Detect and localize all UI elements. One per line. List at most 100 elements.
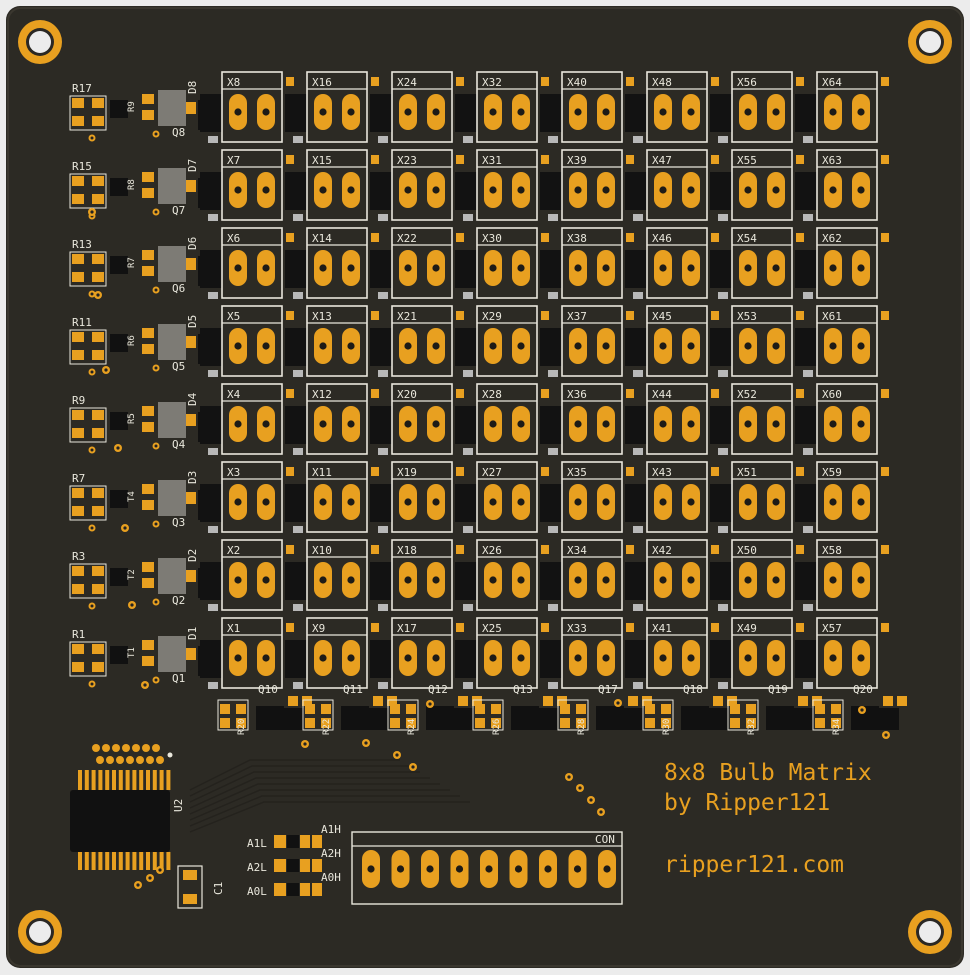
bulb-label: X40	[567, 76, 587, 89]
bulb-label: X52	[737, 388, 757, 401]
bulb-socket: X27	[455, 461, 549, 533]
bulb-socket: X41	[625, 617, 719, 689]
bulb-label: X25	[482, 622, 502, 635]
mounting-hole-top-left	[18, 20, 62, 64]
column-transistor-label: Q18	[683, 683, 703, 696]
bulb-label: X51	[737, 466, 757, 479]
bulb-label: X56	[737, 76, 757, 89]
bulb-socket: X2	[200, 539, 294, 611]
row-transistor-label: Q8	[172, 126, 185, 139]
bulb-label: X36	[567, 388, 587, 401]
bulb-label: X30	[482, 232, 502, 245]
row-transistor-label: Q4	[172, 438, 186, 451]
row-transistor-label: Q6	[172, 282, 185, 295]
bulb-label: X7	[227, 154, 240, 167]
bulb-socket: X59	[795, 461, 889, 533]
bulb-label: X19	[397, 466, 417, 479]
bulb-socket: X20	[370, 383, 464, 455]
connector-con: CON	[351, 831, 623, 905]
row-diode-label: D3	[186, 471, 199, 484]
bulb-socket: X49	[710, 617, 804, 689]
bulb-socket: X3	[200, 461, 294, 533]
bulb-socket: X7	[200, 149, 294, 221]
address-jumper: A0L A0H	[247, 871, 341, 898]
bulb-label: X1	[227, 622, 240, 635]
row-side-label: R8	[127, 179, 137, 190]
bulb-label: X39	[567, 154, 587, 167]
bulb-socket: X61	[795, 305, 889, 377]
column-resistor-label: R30	[662, 719, 672, 735]
via-cluster	[88, 208, 890, 889]
bulb-label: X37	[567, 310, 587, 323]
address-high-label: A0H	[321, 871, 341, 884]
ic-label: U2	[172, 799, 185, 812]
capacitor-c1: C1	[177, 865, 225, 909]
bulb-socket: X32	[455, 71, 549, 143]
bulb-socket: X36	[540, 383, 634, 455]
bulb-socket: X9	[285, 617, 379, 689]
bulb-socket: X17	[370, 617, 464, 689]
bulb-label: X5	[227, 310, 240, 323]
address-low-label: A0L	[247, 885, 267, 898]
column-driver-section: Q10R20Q11R22Q12R24Q13R26Q17R28Q18R30Q19R…	[217, 683, 907, 735]
bulb-label: X3	[227, 466, 240, 479]
bulb-label: X12	[312, 388, 332, 401]
row-diode-label: D7	[186, 159, 199, 172]
bulb-label: X21	[397, 310, 417, 323]
address-low-label: A1L	[247, 837, 267, 850]
bulb-socket: X6	[200, 227, 294, 299]
row-resistor-label: R13	[72, 238, 92, 251]
bulb-label: X33	[567, 622, 587, 635]
ic-u2: U2	[70, 744, 185, 870]
bulb-label: X16	[312, 76, 332, 89]
connector-label: CON	[595, 833, 615, 846]
row-transistor-label: Q3	[172, 516, 185, 529]
bulb-socket: X39	[540, 149, 634, 221]
row-resistor-label: R3	[72, 550, 85, 563]
bulb-socket: X23	[370, 149, 464, 221]
bulb-socket: X46	[625, 227, 719, 299]
bulb-socket: X26	[455, 539, 549, 611]
row-transistor-label: Q2	[172, 594, 185, 607]
row-side-label: T2	[127, 569, 137, 580]
bulb-label: X55	[737, 154, 757, 167]
board-title-line2: by Ripper121	[664, 790, 830, 816]
row-diode-label: D8	[186, 81, 199, 94]
bulb-socket: X11	[285, 461, 379, 533]
row-resistor-label: R7	[72, 472, 85, 485]
row-side-label: R7	[127, 257, 137, 268]
address-low-label: A2L	[247, 861, 267, 874]
bulb-label: X38	[567, 232, 587, 245]
bulb-socket: X64	[795, 71, 889, 143]
row-diode-label: D2	[186, 549, 199, 562]
bulb-socket: X50	[710, 539, 804, 611]
column-transistor-label: Q17	[598, 683, 618, 696]
bulb-socket: X25	[455, 617, 549, 689]
row-side-label: R5	[127, 413, 137, 424]
bulb-label: X58	[822, 544, 842, 557]
column-transistor-label: Q19	[768, 683, 788, 696]
bulb-label: X15	[312, 154, 332, 167]
bulb-label: X41	[652, 622, 672, 635]
bulb-socket: X37	[540, 305, 634, 377]
bulb-label: X49	[737, 622, 757, 635]
mounting-hole-bottom-right	[908, 910, 952, 954]
bulb-label: X6	[227, 232, 240, 245]
bulb-socket: X29	[455, 305, 549, 377]
bulb-label: X14	[312, 232, 332, 245]
row-side-label: T4	[127, 491, 137, 502]
bulb-socket: X53	[710, 305, 804, 377]
bulb-label: X53	[737, 310, 757, 323]
column-transistor-label: Q10	[258, 683, 278, 696]
row-side-label: T1	[127, 647, 137, 658]
bulb-socket: X24	[370, 71, 464, 143]
bulb-label: X54	[737, 232, 757, 245]
row-resistor-label: R1	[72, 628, 85, 641]
